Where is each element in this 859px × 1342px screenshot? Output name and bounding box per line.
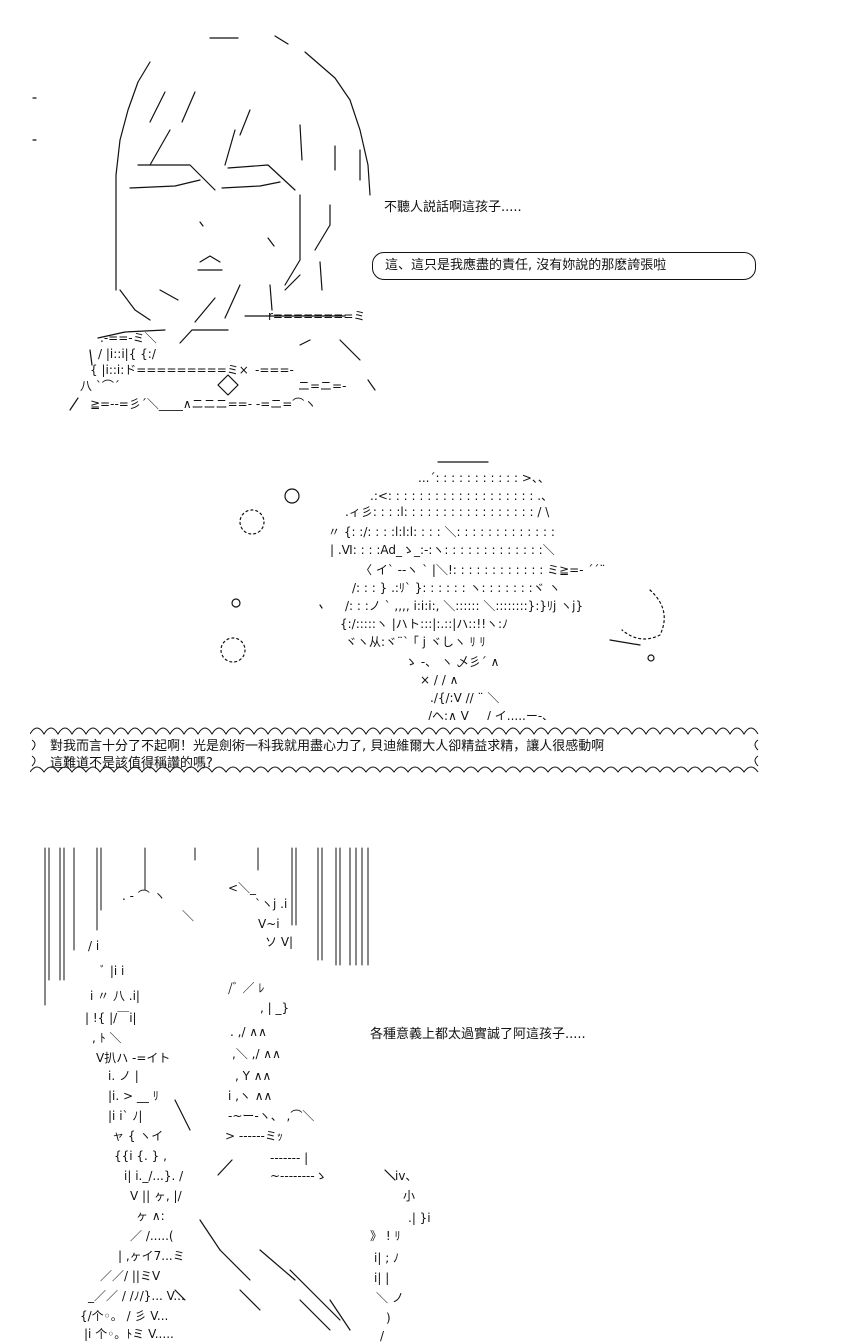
svg-text:, | _}: , | _} — [260, 1001, 289, 1015]
svg-text:‐‐‐‐‐‐‐ |: ‐‐‐‐‐‐‐ | — [270, 1151, 308, 1165]
svg-text:{:/:::::ヽ |ハト:::|: {:/:::::ヽ |ハト:::|:.::|ハ::!!ヽ:ﾉ — [340, 617, 508, 631]
svg-text:× / / ∧: × / / ∧ — [420, 673, 458, 687]
svg-text:i| i._/...}. /: i| i._/...}. / — [124, 1169, 184, 1183]
svg-text:ニ=ニ=-: ニ=ニ=- — [298, 379, 346, 393]
svg-text:r========ミ: r========ミ — [268, 309, 365, 323]
svg-text:| .Ⅵ: : : :Ad_ゝ_:-:ヽ: : : : :: | .Ⅵ: : : :Ad_ゝ_:-:ヽ: : : : : : : : : : … — [330, 543, 555, 557]
svg-text:ヾヽ从:ヾ¨` ｢ j ヾしヽ ﾘ: ヾヽ从:ヾ¨` ｢ j ヾしヽ ﾘ ﾘ — [345, 635, 485, 649]
svg-text:／ /.....(: ／ /.....( — [130, 1229, 174, 1243]
narration-line-1: 對我而言十分了不起啊！光是劍術一科我就用盡心力了, 貝迪維爾大人卻精益求精，讓人… — [50, 739, 605, 754]
svg-text:ソ V|: ソ V| — [265, 935, 293, 949]
svg-text:.-==-ミ＼: .-==-ミ＼ — [100, 331, 157, 345]
svg-text:i| ; ﾉ: i| ; ﾉ — [374, 1251, 399, 1265]
svg-text:): ) — [386, 1311, 391, 1325]
svg-text:/: / — [380, 1329, 385, 1342]
svg-text:》 ! ﾘ: 》 ! ﾘ — [370, 1229, 400, 1243]
svg-text:|i i` ﾉ|: |i i` ﾉ| — [108, 1109, 142, 1123]
svg-text:/ |i::i|{ {:/: / |i::i|{ {:/ — [98, 347, 157, 361]
svg-text:{{i {. } ,: {{i {. } , — [114, 1149, 167, 1163]
svg-text:{ |i::i:ド=========ミ×: { |i::i:ド=========ミ× — [90, 363, 249, 377]
svg-text:ﾞ |i i: ﾞ |i i — [100, 964, 124, 978]
svg-text:> ‐‐‐‐‐‐ミｯ: > ‐‐‐‐‐‐ミｯ — [225, 1129, 283, 1143]
svg-text:小: 小 — [403, 1189, 415, 1203]
girl-back-ascii-art: <＼_ `ヽj .i V~i ソ V| . ‐ ⌒ ヽ ＼ / i ﾞ |i i… — [44, 847, 431, 1342]
svg-text:V~i: V~i — [258, 917, 280, 931]
svg-text:ヶ ∧:: ヶ ∧: — [136, 1209, 165, 1223]
svg-text:,＼ ,/ ∧∧: ,＼ ,/ ∧∧ — [232, 1047, 281, 1061]
svg-text:/ﾞ ／ ﾚ: /ﾞ ／ ﾚ — [228, 981, 264, 995]
svg-text:{/个◦。 / 彡 V...: {/个◦。 / 彡 V... — [80, 1309, 168, 1323]
svg-text:≧=--=彡´＼____∧ニニニ==- -=ニ=⌒ヽ: ≧=--=彡´＼____∧ニニニ==- -=ニ=⌒ヽ — [90, 397, 316, 411]
panel-1-knight-portrait: r========ミ .-==-ミ＼ / |i::i|{ {:/ { |i::i… — [0, 0, 859, 420]
svg-text:~‐‐‐‐‐‐‐‐ゝ: ~‐‐‐‐‐‐‐‐ゝ — [270, 1169, 327, 1183]
svg-text:`ヽj .i: `ヽj .i — [255, 897, 287, 911]
svg-text:iv、: iv、 — [395, 1169, 417, 1183]
panel-2-girl-portrait: ...´: : : : : : : : : : : >、、 .:<: : : :… — [0, 440, 859, 780]
svg-text:.:<: : : : : : : : : : : : : :: .:<: : : : : : : : : : : : : : : : : : :… — [370, 489, 553, 503]
svg-text:.ィ彡: : : :l: : : : : : : : : :: .ィ彡: : : :l: : : : : : : : : : : : : : :… — [345, 505, 550, 519]
narration-text: 對我而言十分了不起啊！光是劍術一科我就用盡心力了, 貝迪維爾大人卻精益求精，讓人… — [50, 738, 740, 772]
svg-text:V || ヶ, |/: V || ヶ, |/ — [130, 1189, 183, 1203]
speech-bubble-1: 這、這只是我應盡的責任, 沒有妳說的那麽誇張啦 — [372, 252, 756, 280]
svg-text:i| |: i| | — [374, 1271, 389, 1285]
svg-text:, ﾄ ＼: , ﾄ ＼ — [92, 1031, 121, 1045]
svg-text:/: : : } .:ﾘ` }: : :: /: : : } .:ﾘ` }: : : : : : ヽ: : : : : : … — [352, 581, 561, 595]
svg-text:＼ ノ: ＼ ノ — [376, 1291, 404, 1305]
svg-text:i. ノ |: i. ノ | — [108, 1069, 139, 1083]
girl-ascii-art: ...´: : : : : : : : : : : >、、 .:<: : : :… — [220, 461, 665, 720]
svg-text:V扒ハ -=イト: V扒ハ -=イト — [96, 1051, 170, 1065]
svg-text:／／/ ||ミV: ／／/ ||ミV — [100, 1269, 161, 1283]
svg-text:. ‐ ⌒ ヽ: . ‐ ⌒ ヽ — [122, 889, 166, 903]
svg-text:-===-: -===- — [255, 363, 294, 377]
svg-text:＼: ＼ — [182, 909, 194, 923]
svg-text:|i 个◦。ﾄミ V.....: |i 个◦。ﾄミ V..... — [84, 1327, 174, 1341]
svg-text:〃 {: :/: : : :l:l:l: : : : ＼:: 〃 {: :/: : : :l:l:l: : : : ＼: : : : : : … — [328, 525, 555, 539]
panel-3-girl-back-view: <＼_ `ヽj .i V~i ソ V| . ‐ ⌒ ヽ ＼ / i ﾞ |i i… — [0, 830, 859, 1342]
svg-text:. ,/ ∧∧: . ,/ ∧∧ — [230, 1025, 267, 1039]
knight-ascii-art: r========ミ .-==-ミ＼ / |i::i|{ {:/ { |i::i… — [32, 35, 376, 411]
svg-text:i 〃 八 .i|: i 〃 八 .i| — [90, 989, 140, 1003]
svg-text:/ i: / i — [88, 939, 99, 953]
svg-text:i ,ヽ ∧∧: i ,ヽ ∧∧ — [228, 1089, 272, 1103]
svg-text:_／／ / /ﾉ/}... V...: _／／ / /ﾉ/}... V... — [87, 1289, 185, 1303]
svg-text:‐~ー‐ヽ、 ,⌒＼: ‐~ー‐ヽ、 ,⌒＼ — [228, 1109, 314, 1123]
speech-bubble-1-text: 這、這只是我應盡的責任, 沒有妳說的那麽誇張啦 — [385, 258, 667, 273]
narration-line-2: 這難道不是該值得稱讚的嗎? — [50, 756, 213, 771]
svg-text:/ヘ:∧ V___/ イ.....ー‐、: /ヘ:∧ V___/ イ.....ー‐、 — [428, 709, 554, 720]
svg-text:〈 イ` ‐‐ヽ ` |＼!: : : : : :: 〈 イ` ‐‐ヽ ` |＼!: : : : : : : : : : : : ミ≧… — [360, 563, 605, 577]
svg-text:ャ { ヽイ: ャ { ヽイ — [112, 1129, 163, 1143]
svg-text:/: : :ノ ` ,,,, i:i:i:,: /: : :ノ ` ,,,, i:i:i:, ＼:::::: ＼::::::::… — [345, 599, 583, 613]
narration-box: 對我而言十分了不起啊！光是劍術一科我就用盡心力了, 貝迪維爾大人卻精益求精，讓人… — [30, 720, 760, 778]
svg-text:八 `⌒´: 八 `⌒´ — [80, 379, 120, 393]
scallop-border — [30, 727, 759, 773]
svg-text:, Y ∧∧: , Y ∧∧ — [235, 1069, 271, 1083]
svg-text:<＼_: <＼_ — [228, 881, 257, 895]
svg-text:ゝ ‐、 ヽ 乄彡´ ∧: ゝ ‐、 ヽ 乄彡´ ∧ — [405, 655, 499, 669]
svg-text:./{/:V // ¨ ＼: ./{/:V // ¨ ＼ — [430, 691, 499, 705]
svg-text:| ,ヶイ7...ミ: | ,ヶイ7...ミ — [118, 1249, 185, 1263]
thought-caption-1: 不聽人説話啊這孩子..... — [384, 200, 522, 215]
svg-text:...´: : : : : : : : : : : >、、: ...´: : : : : : : : : : : >、、 — [418, 471, 550, 485]
thought-caption-3: 各種意義上都太過實誠了阿這孩子..... — [370, 1027, 586, 1042]
svg-text:| !{ |/￣i|: | !{ |/￣i| — [85, 1011, 137, 1025]
svg-text:|i. > __ ﾘ: |i. > __ ﾘ — [108, 1089, 159, 1103]
svg-text:.| }i: .| }i — [408, 1211, 431, 1225]
